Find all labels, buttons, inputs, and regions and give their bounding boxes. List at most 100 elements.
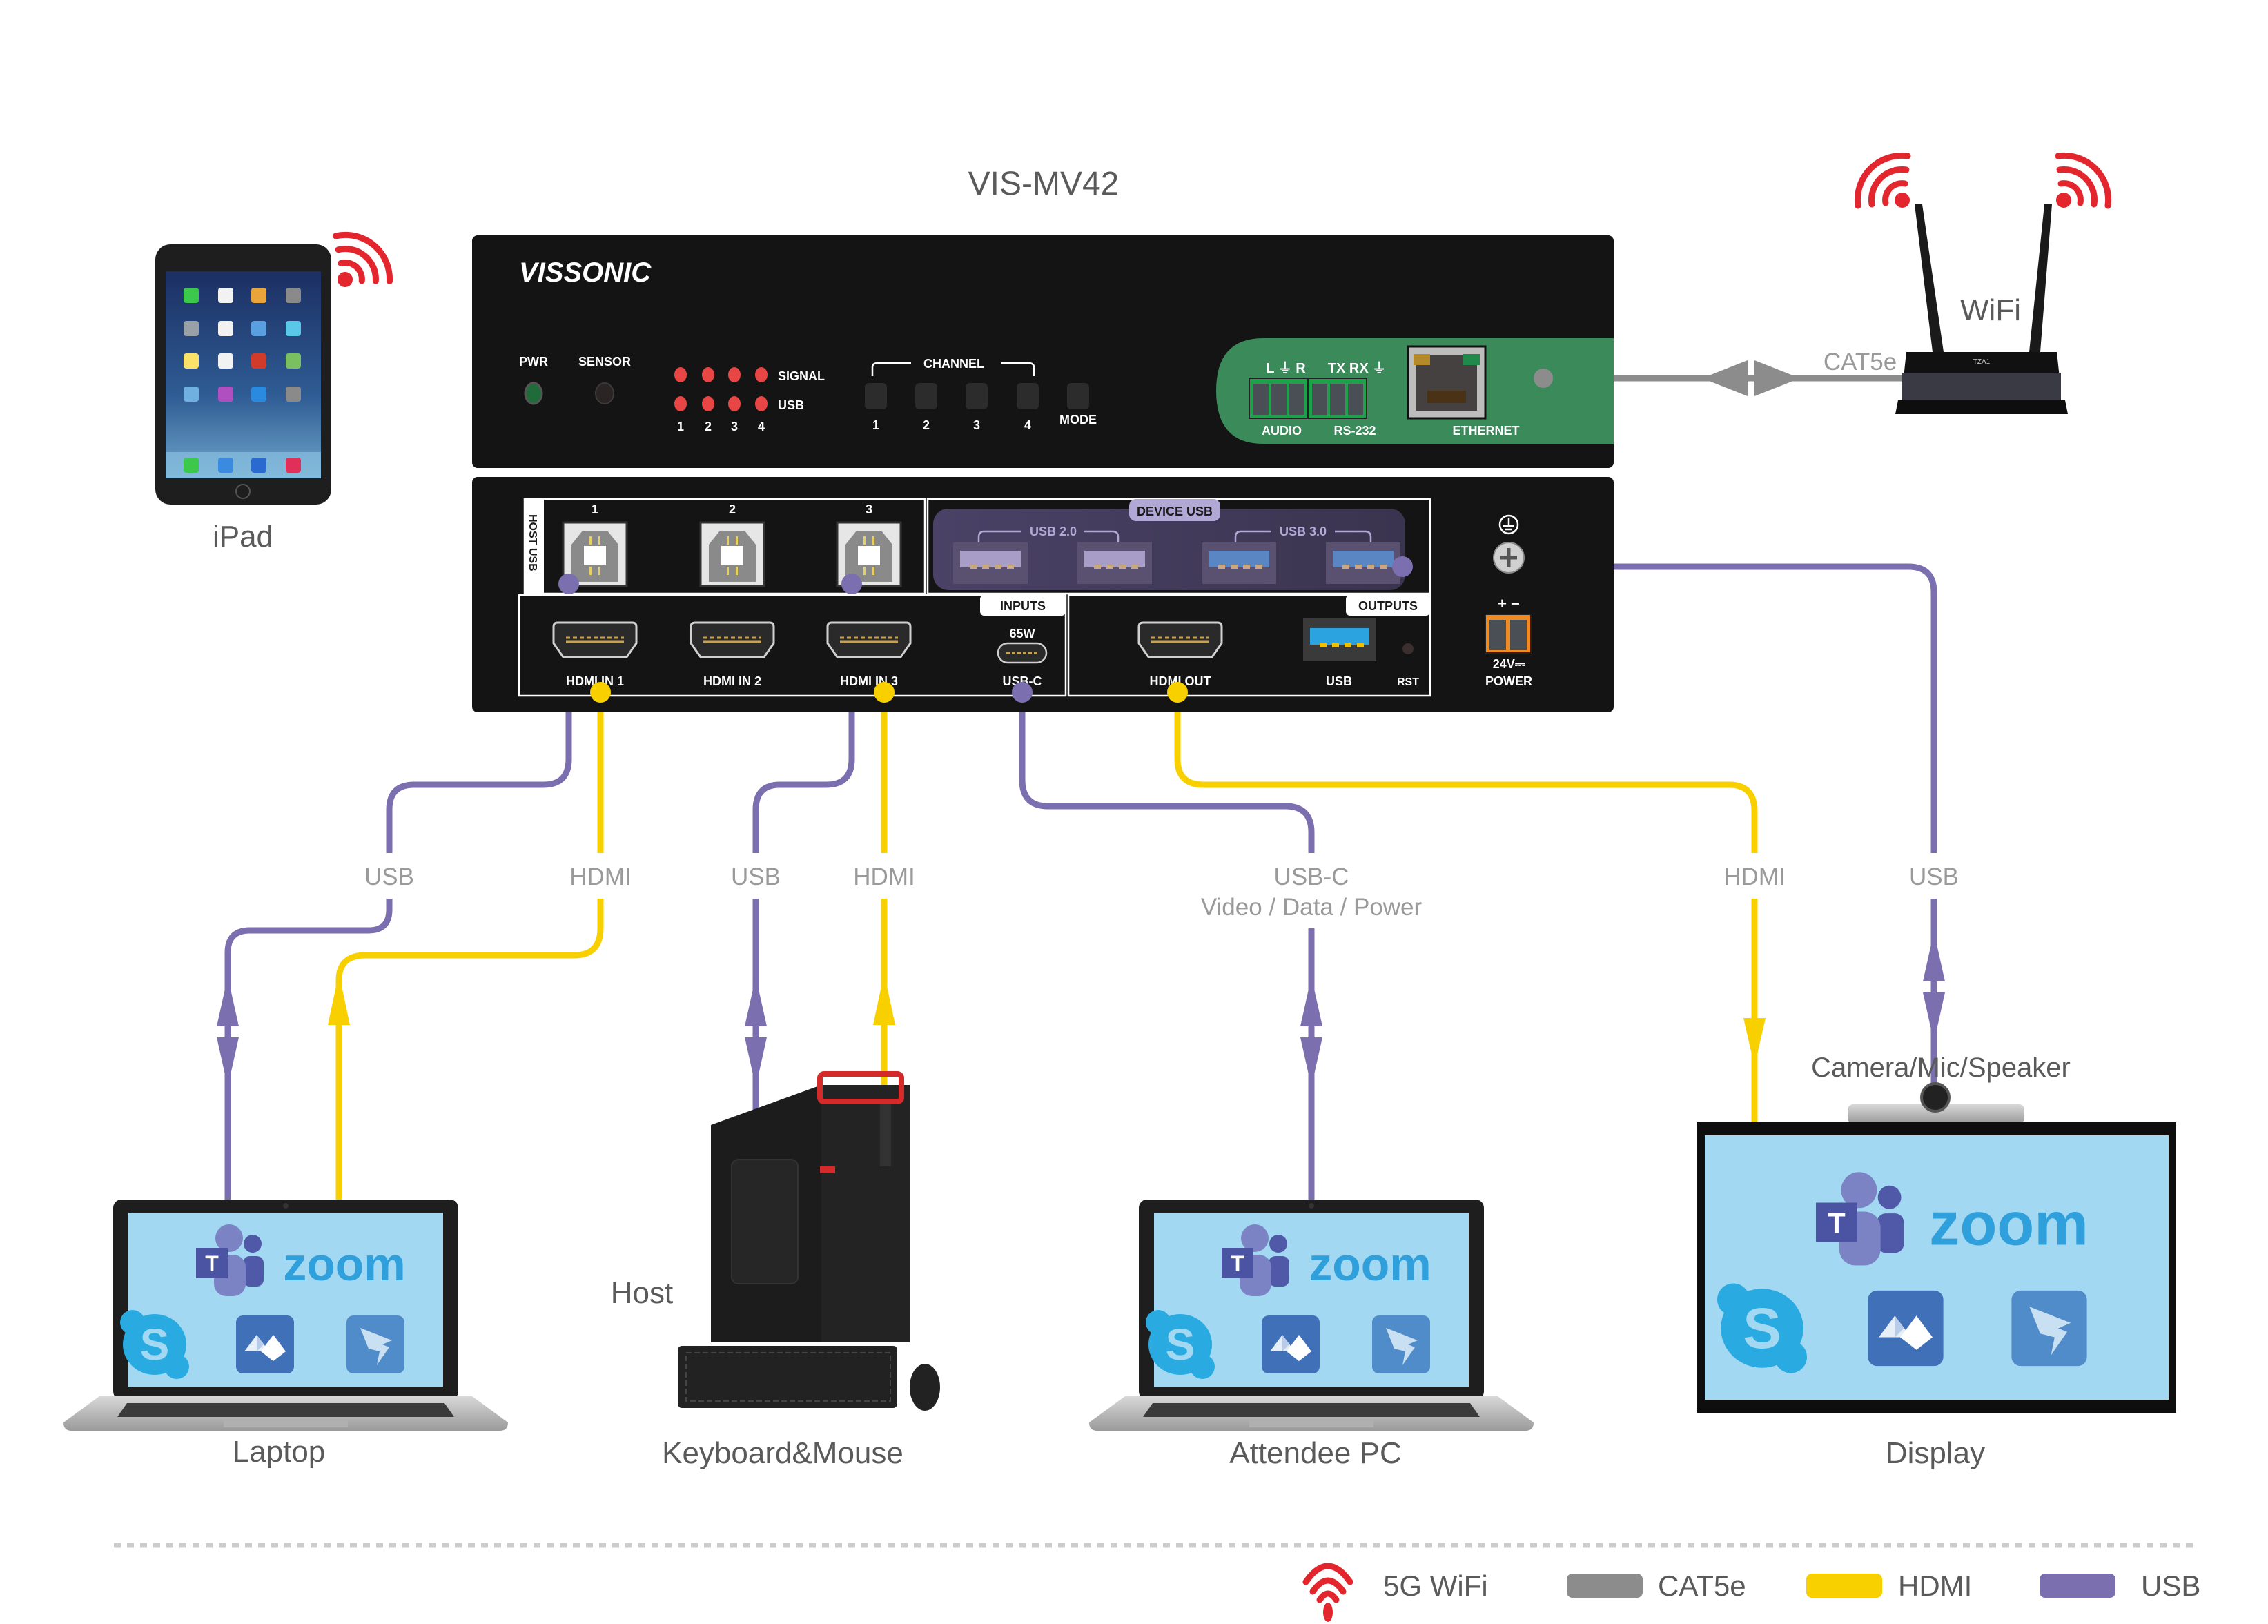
device-usb-label: DEVICE USB: [1137, 505, 1213, 518]
channel-button-3[interactable]: [966, 383, 988, 409]
host-usb-port-number-1: 1: [592, 502, 598, 516]
usbc-connector: [1012, 682, 1033, 703]
laptop-usb-cable: [224, 584, 572, 1201]
laptop-hdmi-cable: [335, 692, 604, 1201]
signal-label: SIGNAL: [778, 369, 825, 383]
channel-label: CHANNEL: [923, 357, 984, 371]
device-title: VIS-MV42: [968, 166, 1120, 202]
hdmi-out-port[interactable]: [1137, 621, 1223, 658]
laptop-hdmi-arrow: [328, 973, 350, 1025]
usb-out-port[interactable]: [1303, 618, 1376, 661]
device-usb20-port-1[interactable]: [953, 542, 1028, 584]
display-hdmi-arrow: [1743, 1018, 1766, 1066]
ground-icon: [1498, 514, 1519, 535]
ipad-label: iPad: [213, 520, 273, 554]
host-label: Host: [611, 1276, 673, 1310]
led-number-2: 2: [705, 420, 712, 433]
brand-logo: VISSONIC: [519, 257, 652, 288]
led-number-1: 1: [677, 420, 684, 433]
hdmi-in-3-port[interactable]: [826, 621, 912, 658]
display-device: [1697, 1082, 2176, 1413]
usb-leds: [674, 396, 768, 411]
legend: 5G WiFi CAT5e HDMI USB: [1302, 1563, 2200, 1622]
cat5e-connector-dot: [1534, 369, 1553, 388]
rs232-label: RS-232: [1333, 424, 1376, 438]
usb-out-label: USB: [1326, 674, 1352, 688]
camera-bar: [1848, 1104, 2024, 1124]
usb20-label: USB 2.0: [1030, 525, 1077, 538]
camera-usb-label: USB: [1909, 863, 1959, 890]
led-number-3: 3: [731, 420, 738, 433]
ground-screw: [1493, 542, 1525, 574]
inputs-label: INPUTS: [1000, 599, 1046, 613]
power-voltage-label: 24V⎓: [1493, 657, 1525, 671]
outputs-label: OUTPUTS: [1358, 599, 1418, 613]
host-usb-label: HOST USB: [527, 514, 538, 571]
legend-usb-label: USB: [2141, 1569, 2200, 1602]
mode-label: MODE: [1059, 413, 1097, 427]
power-label: POWER: [1485, 674, 1532, 688]
power-terminal-block[interactable]: [1485, 614, 1532, 654]
router-wifi-icon-left: [1857, 155, 1910, 208]
channel-number-3: 3: [973, 418, 980, 432]
channel-button-4[interactable]: [1017, 383, 1039, 409]
host-usb-port-number-2: 2: [729, 502, 736, 516]
cat5e-label: CAT5e: [1824, 349, 1897, 375]
hdmi-in-1-label: HDMI IN 1: [566, 674, 624, 688]
cat5e-bidirectional-arrow: [1702, 360, 1800, 396]
rs232-pins-label: TX RX ⏚: [1328, 360, 1386, 376]
channel-number-4: 4: [1024, 418, 1031, 432]
usbc-label: USB-C: [1274, 863, 1349, 890]
device-usb30-port-1[interactable]: [1202, 542, 1276, 584]
laptop-label: Laptop: [233, 1435, 326, 1469]
channel-bracket: [871, 362, 1035, 376]
ipad-wifi-icon: [333, 231, 390, 288]
led-number-4: 4: [758, 420, 765, 433]
usbc-cable: [1019, 692, 1315, 1201]
legend-cat5e-swatch: [1567, 1574, 1643, 1598]
host-usb-1-connector: [558, 574, 579, 594]
audio-label: AUDIO: [1262, 424, 1302, 438]
device-usb-connector: [1392, 556, 1413, 577]
laptop-usb-label: USB: [364, 863, 414, 890]
ir-sensor: [595, 382, 614, 404]
device-usb30-port-2[interactable]: [1326, 542, 1400, 584]
channel-button-1[interactable]: [865, 383, 887, 409]
usb-led-label: USB: [778, 398, 804, 412]
audio-terminal-block: [1249, 378, 1309, 419]
router-brand-mark: TZA1: [1973, 358, 1991, 366]
ethernet-label: ETHERNET: [1452, 424, 1519, 438]
host-usb-port-2[interactable]: [699, 521, 765, 587]
display-hdmi-label: HDMI: [1723, 863, 1785, 890]
wifi-router-label: WiFi: [1960, 293, 2021, 327]
router-wifi-icon-right: [2056, 155, 2109, 208]
mode-button[interactable]: [1067, 383, 1089, 409]
cables: [224, 375, 1937, 1201]
hdmi-in-1-connector: [590, 682, 611, 703]
display-label: Display: [1886, 1436, 1985, 1470]
usbc-watt-label: 65W: [1009, 627, 1035, 640]
usbc-port[interactable]: [997, 642, 1048, 664]
attendee-pc-device: [1089, 1200, 1534, 1431]
usbc-label: USB-C: [1003, 674, 1042, 688]
channel-number-1: 1: [872, 418, 879, 432]
display-hdmi-cable: [1174, 692, 1758, 1122]
device-rear-panel: HOST USB 1 2 3 DEVICE USB USB 2.0 USB 3.…: [472, 477, 1614, 712]
ethernet-port[interactable]: [1407, 345, 1487, 420]
reset-button[interactable]: [1402, 643, 1414, 654]
pwr-led: [524, 382, 543, 405]
usb30-label: USB 3.0: [1280, 525, 1327, 538]
ipad-device: iPad: [155, 231, 390, 554]
laptop-device: [63, 1200, 508, 1431]
host-usb-3-connector: [841, 574, 862, 594]
legend-hdmi-swatch: [1806, 1574, 1882, 1598]
device-front-panel: VISSONIC PWR SENSOR SIGNAL USB 1 2 3 4 C…: [472, 235, 1614, 468]
channel-button-2[interactable]: [915, 383, 937, 409]
sensor-label: SENSOR: [578, 355, 631, 369]
camera-label: Camera/Mic/Speaker: [1811, 1053, 2071, 1083]
device-usb20-port-2[interactable]: [1077, 542, 1152, 584]
hdmi-in-2-port[interactable]: [690, 621, 775, 658]
audio-pins-label: L ⏚ R: [1266, 360, 1306, 376]
hdmi-in-1-port[interactable]: [552, 621, 638, 658]
